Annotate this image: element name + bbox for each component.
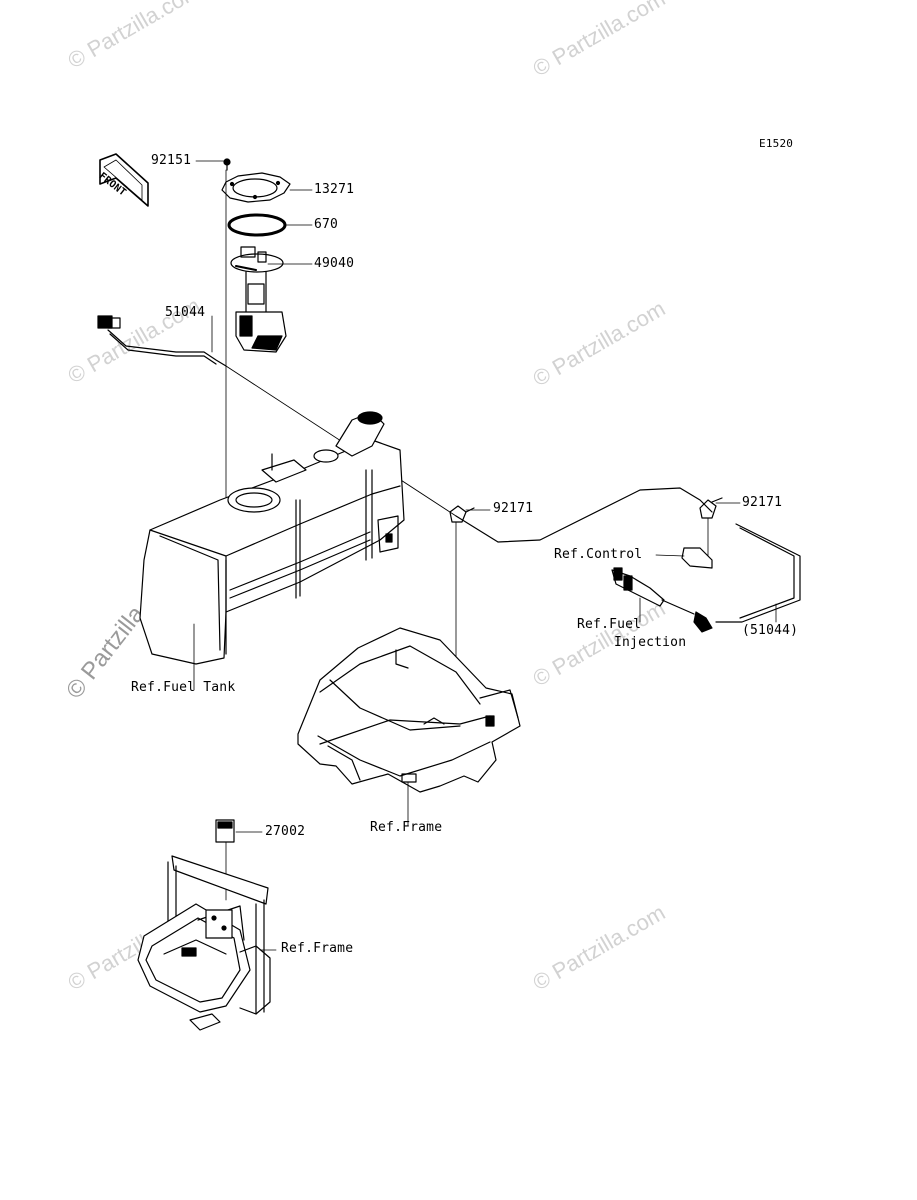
part-number-13271[interactable]: 13271 [314, 182, 355, 197]
ref-frame-label: Ref.Frame [370, 820, 443, 835]
frame-lower [137, 855, 277, 1031]
frame-middle [297, 627, 521, 827]
part-number-92171[interactable]: 92171 [742, 495, 783, 510]
part-number-92151[interactable]: 92151 [151, 153, 192, 168]
fuel-injection-connector [611, 567, 695, 623]
ref-fuel-tank-label: Ref.Fuel Tank [131, 680, 236, 695]
part-number-92171[interactable]: 92171 [493, 501, 534, 516]
leader-lines [195, 160, 777, 833]
part-number-51044[interactable]: 51044 [165, 305, 206, 320]
ref-fuel-injection-label: Ref.Fuel [577, 617, 642, 632]
part-number-51044-ref[interactable]: (51044) [742, 623, 799, 638]
relay-part [215, 819, 235, 901]
fuel-pump-assembly [221, 158, 291, 511]
part-number-27002[interactable]: 27002 [265, 824, 306, 839]
clamp-part [699, 497, 723, 561]
fuel-tank [139, 411, 405, 691]
ref-frame-label: Ref.Frame [281, 941, 354, 956]
part-number-49040[interactable]: 49040 [314, 256, 355, 271]
ref-control-label: Ref.Control [554, 547, 643, 562]
diagram-code: E1520 [759, 137, 794, 150]
front-arrow-icon [99, 153, 149, 207]
wire-harness [97, 315, 801, 633]
ref-fuel-injection-label: Injection [614, 635, 687, 650]
control-bracket [681, 547, 713, 569]
part-number-670[interactable]: 670 [314, 217, 339, 232]
